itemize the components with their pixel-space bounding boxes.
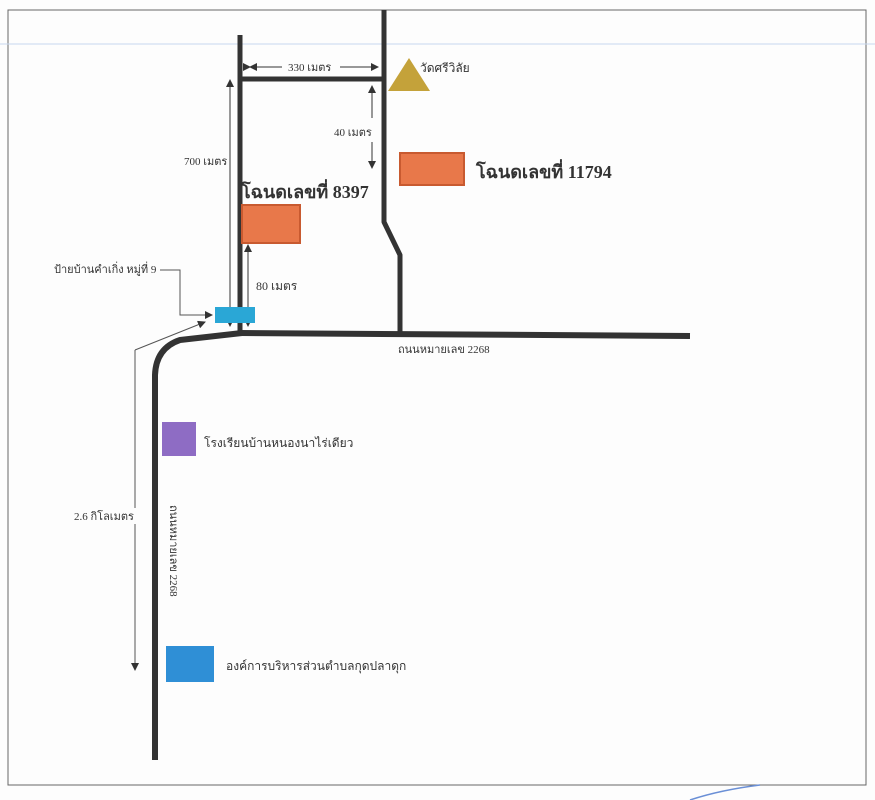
label-40m: 40 เมตร	[334, 127, 372, 139]
label-sao: องค์การบริหารส่วนตำบลกุดปลาดุก	[226, 659, 406, 674]
arrow-2-6km-start	[134, 320, 206, 351]
label-school: โรงเรียนบ้านหนองนาไร่เดียว	[204, 436, 353, 450]
label-road-vertical: ถนนหมายเลข 2268	[167, 505, 179, 597]
deed-11794-plot	[399, 152, 465, 186]
label-700m: 700 เมตร	[184, 156, 227, 168]
map-frame	[7, 9, 867, 786]
school-marker	[162, 422, 196, 456]
sao-marker	[166, 646, 214, 682]
label-deed-11794: โฉนดเลขที่ 11794	[475, 159, 612, 182]
label-village-sign: ป้ายบ้านคำเกิ่ง หมู่ที่ 9	[54, 261, 157, 276]
temple-icon	[388, 58, 430, 91]
label-bg	[70, 508, 148, 524]
road-2268-vertical	[152, 330, 243, 760]
roads	[152, 10, 691, 760]
pen-mark	[689, 784, 761, 800]
label-temple: วัดศรีวิลัย	[420, 61, 470, 75]
village-sign-marker	[215, 307, 255, 323]
village-sign-pointer	[160, 269, 213, 319]
label-330m: 330 เมตร	[288, 62, 331, 74]
road-right-lane	[381, 10, 403, 334]
road-2268-horizontal	[239, 330, 691, 339]
label-80m: 80 เมตร	[256, 279, 298, 293]
label-2-6km: 2.6 กิโลเมตร	[74, 509, 134, 523]
deed-8397-plot	[241, 204, 301, 244]
label-road-horizontal: ถนนหมายเลข 2268	[398, 344, 490, 356]
label-deed-8397: โฉนดเลขที่ 8397	[240, 179, 369, 202]
